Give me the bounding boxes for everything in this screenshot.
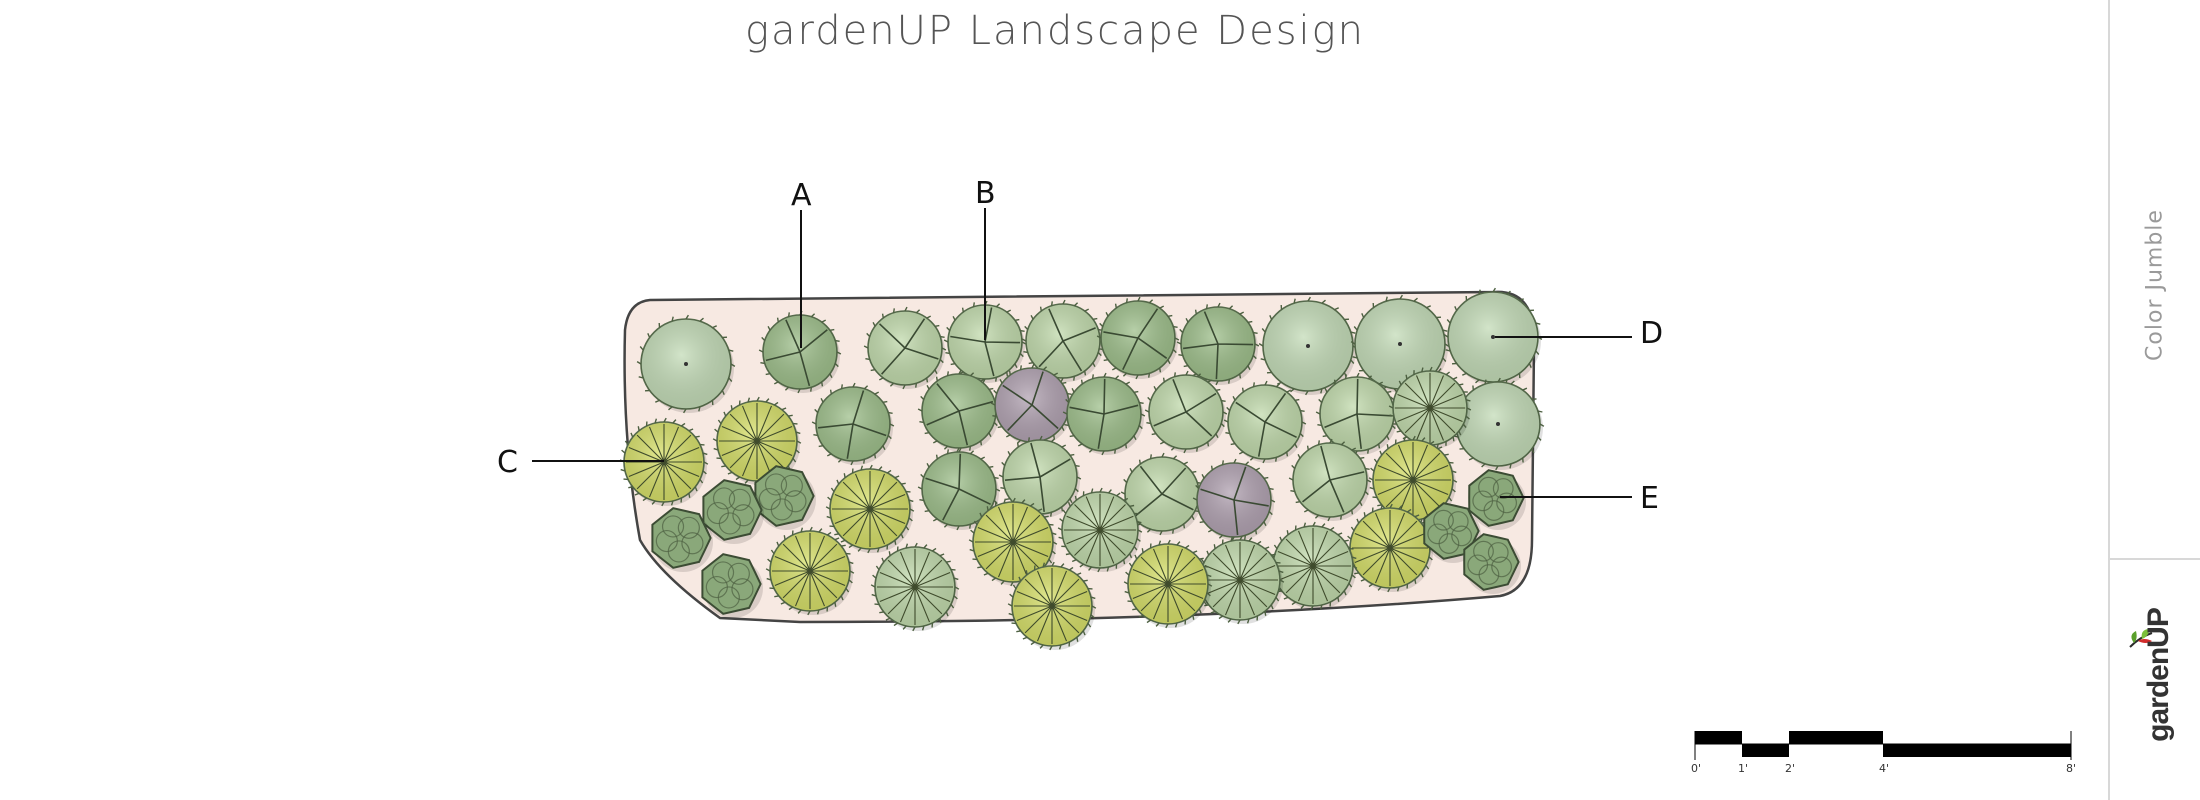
plant-star-19 bbox=[1388, 366, 1472, 450]
callout-leaders bbox=[532, 208, 1632, 498]
plant-star-26 bbox=[712, 396, 802, 486]
logo: gardenUP bbox=[2142, 608, 2175, 742]
plant-spoke-12 bbox=[811, 382, 895, 466]
page-title: gardenUP Landscape Design bbox=[744, 8, 1366, 54]
scale-tick-1: 1' bbox=[1738, 762, 1748, 775]
plant-star-35 bbox=[1007, 561, 1097, 651]
plant-star-27 bbox=[825, 464, 915, 554]
callout-e: E bbox=[1640, 481, 1659, 516]
plant-spoke-22 bbox=[1120, 452, 1204, 536]
scale-segment-4 bbox=[1883, 744, 2071, 757]
sidebar bbox=[2108, 0, 2200, 800]
plant-spoke-15 bbox=[1062, 372, 1146, 456]
scale-tick-4: 4' bbox=[1879, 762, 1889, 775]
scale-tick-0: 0' bbox=[1691, 762, 1701, 775]
plant-spoke-20 bbox=[917, 447, 1001, 531]
scale-bar: 0' 1' 2' 4' 8' bbox=[1691, 731, 2076, 775]
plant-spoke-4 bbox=[943, 300, 1027, 384]
plant-spoke-24 bbox=[1288, 438, 1372, 522]
scale-segment-2 bbox=[1742, 744, 1789, 757]
plant-star-37 bbox=[765, 526, 855, 616]
logo-sprout-icon bbox=[2129, 629, 2153, 648]
plant-spoke-7 bbox=[1176, 302, 1260, 386]
plant-star-36 bbox=[870, 542, 960, 632]
plant-star-30 bbox=[1368, 435, 1458, 525]
plant-star-32 bbox=[1268, 521, 1358, 611]
plant-dot-9 bbox=[1350, 294, 1450, 394]
plant-spoke-16 bbox=[1144, 370, 1228, 454]
plant-dot-8 bbox=[1258, 296, 1358, 396]
plant-star-31 bbox=[1345, 503, 1435, 593]
scale-segment-1 bbox=[1695, 731, 1742, 744]
plant-star-34 bbox=[1123, 539, 1213, 629]
plant-spoke-18 bbox=[1315, 372, 1399, 456]
plant-spoke-17 bbox=[1223, 380, 1307, 464]
plant-bush-41 bbox=[701, 553, 763, 618]
plant-spoke-3 bbox=[863, 306, 947, 390]
plant-spoke-23 bbox=[1192, 458, 1276, 542]
callout-b: B bbox=[975, 176, 996, 211]
scale-segment-3 bbox=[1789, 731, 1883, 744]
callout-a: A bbox=[791, 178, 812, 213]
scale-tick-8: 8' bbox=[2066, 762, 2076, 775]
plant-bush-44 bbox=[1463, 533, 1521, 594]
plant-bush-38 bbox=[754, 465, 816, 530]
plant-spoke-14 bbox=[990, 363, 1074, 447]
plant-star-33 bbox=[1195, 535, 1285, 625]
plant-bush-40 bbox=[651, 507, 713, 572]
plant-bush-39 bbox=[702, 479, 764, 544]
callout-d: D bbox=[1640, 316, 1663, 351]
plant-spoke-5 bbox=[1021, 299, 1105, 383]
color-scheme-label: Color Jumble bbox=[2142, 209, 2168, 361]
scale-tick-2: 2' bbox=[1785, 762, 1795, 775]
plant-dot-1 bbox=[636, 314, 736, 414]
plant-spoke-2 bbox=[758, 310, 842, 394]
plant-star-29 bbox=[1057, 487, 1143, 573]
plant-spoke-13 bbox=[917, 369, 1001, 453]
planting-plan: A B C D E 0' 1' 2' 4' 8' bbox=[497, 176, 2076, 775]
callout-c: C bbox=[497, 445, 518, 480]
plant-dot-10 bbox=[1443, 287, 1543, 387]
plant-group bbox=[619, 287, 1545, 651]
plant-dot-11 bbox=[1451, 377, 1545, 471]
sidebar-divider bbox=[2110, 558, 2200, 560]
plant-bush-43 bbox=[1468, 469, 1526, 530]
plant-spoke-6 bbox=[1096, 296, 1180, 380]
plant-star-28 bbox=[968, 497, 1058, 587]
